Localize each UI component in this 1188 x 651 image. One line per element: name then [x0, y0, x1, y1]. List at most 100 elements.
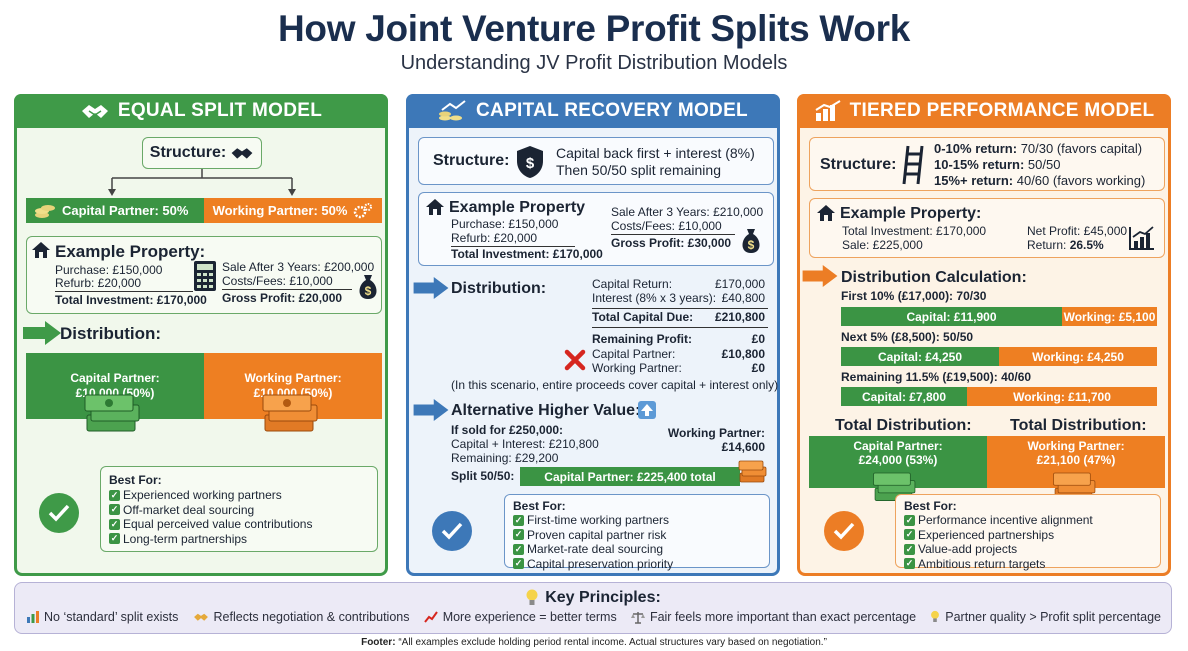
capital-recovery-title-bar: CAPITAL RECOVERY MODEL — [406, 94, 780, 128]
tier-capital-segment: Capital: £7,800 — [841, 387, 967, 406]
capital-row-label: Remaining Profit: — [592, 332, 693, 346]
equal-structure-box: Structure: — [142, 137, 262, 169]
tier-row-label: Remaining 11.5% (£19,500): 40/60 — [841, 370, 1032, 384]
capital-total-investment: Total Investment: £170,000 — [451, 247, 603, 261]
scales-icon — [630, 611, 645, 624]
footer: Footer: “All examples exclude holding pe… — [0, 637, 1188, 648]
structure-connector — [108, 169, 296, 196]
checkmark-icon — [39, 493, 79, 533]
distribution-arrow — [23, 321, 61, 345]
tiered-example-box: Example Property: Total Investment: £170… — [809, 198, 1165, 258]
capital-row-label: Interest (8% x 3 years): — [592, 291, 717, 305]
capital-row-value: £0 — [751, 361, 765, 375]
tiered-example-title: Example Property: — [840, 205, 982, 222]
equal-split-title: EQUAL SPLIT MODEL — [117, 100, 323, 121]
svg-text:$: $ — [748, 238, 755, 252]
money-bag-icon: $ — [359, 275, 377, 299]
equal-example-box: Example Property: Purchase: £150,000 Ref… — [26, 236, 382, 314]
capital-row-label: Capital Partner: — [592, 347, 676, 361]
divider — [592, 327, 768, 328]
capital-alt-capital-bar-label: Capital Partner: £225,400 total — [544, 469, 716, 484]
equal-refurb: Refurb: £20,000 — [55, 276, 193, 292]
ladder-icon — [902, 145, 924, 185]
capital-costs: Costs/Fees: £10,000 — [611, 219, 735, 235]
equal-example-title: Example Property: — [55, 242, 206, 261]
capital-best-for-title: Best For: — [513, 499, 566, 513]
lightbulb-icon — [526, 589, 538, 605]
equal-capital-dist-label: Capital Partner: — [70, 371, 160, 385]
bar-chart-icon — [27, 611, 39, 623]
capital-row-value: £10,800 — [721, 347, 765, 361]
handshake-icon — [231, 148, 253, 159]
house-icon — [32, 242, 50, 258]
equal-purchase: Purchase: £150,000 — [55, 263, 163, 277]
trend-up-icon — [423, 611, 438, 623]
best-for-item: ✓Experienced partnerships — [904, 527, 1055, 542]
capital-example-title: Example Property — [449, 199, 586, 216]
tiered-return: Return: 26.5% — [1027, 238, 1104, 252]
tiered-best-for-box: Best For: ✓Performance incentive alignme… — [895, 494, 1161, 571]
gears-icon — [354, 202, 373, 218]
check-icon: ✓ — [109, 518, 120, 530]
orange-cash-icon — [738, 460, 767, 483]
tier-working-segment: Working: £4,250 — [999, 347, 1157, 366]
key-principles-list: No ‘standard’ split exists Reflects nego… — [27, 610, 1161, 624]
tier-rule: 0-10% return: 70/30 (favors capital) — [934, 141, 1143, 156]
capital-alt-split-label: Split 50/50: — [451, 469, 515, 483]
tiered-working-total-label: Working Partner: — [1027, 439, 1125, 453]
tiered-sale: Sale: £225,000 — [842, 238, 923, 252]
coins-chart-icon — [439, 100, 466, 121]
tier-row-bar: Capital: £4,250 Working: £4,250 — [841, 347, 1157, 366]
tiered-title-bar: TIERED PERFORMANCE MODEL — [797, 94, 1171, 128]
check-icon: ✓ — [513, 529, 524, 541]
equal-best-for-box: Best For: ✓Experienced working partners … — [100, 466, 378, 552]
green-cash-stack-icon — [84, 394, 140, 432]
tier-row-label: First 10% (£17,000): 70/30 — [841, 289, 987, 303]
key-principles-heading: Key Principles: — [15, 589, 1171, 607]
calculation-arrow — [802, 265, 838, 287]
capital-row-value: £210,800 — [714, 310, 765, 324]
distribution-arrow — [413, 277, 449, 299]
capital-note: (In this scenario, entire proceeds cover… — [451, 378, 779, 392]
tiered-total-left-title: Total Distribution: — [835, 417, 972, 434]
principle-item: Reflects negotiation & contributions — [193, 610, 409, 624]
check-icon: ✓ — [109, 533, 120, 545]
capital-recovery-title: CAPITAL RECOVERY MODEL — [476, 100, 748, 121]
equal-gross-profit: Gross Profit: £20,000 — [222, 291, 343, 305]
check-icon: ✓ — [904, 558, 915, 570]
shield-dollar-icon: $ — [517, 146, 543, 178]
best-for-item: ✓Equal perceived value contributions — [109, 517, 313, 531]
equal-distribution-title: Distribution: — [60, 324, 162, 343]
tier-row-bar: Capital: £7,800 Working: £11,700 — [841, 387, 1157, 406]
capital-purchase: Purchase: £150,000 — [451, 217, 559, 231]
handshake-icon — [193, 613, 208, 621]
page-subtitle: Understanding JV Profit Distribution Mod… — [400, 52, 788, 74]
divider — [592, 308, 768, 309]
capital-alt-working-value: £14,600 — [721, 440, 765, 454]
footer-text: “All examples exclude holding period ren… — [395, 637, 827, 648]
tiered-title: TIERED PERFORMANCE MODEL — [849, 100, 1155, 121]
equal-sale: Sale After 3 Years: £200,000 — [222, 260, 375, 274]
page-title: How Joint Venture Profit Splits Work — [278, 8, 910, 49]
tier-working-segment: Working: £5,100 — [1062, 307, 1157, 326]
capital-gross-profit: Gross Profit: £30,000 — [611, 236, 732, 250]
equal-capital-bar: Capital Partner: 50% — [26, 198, 204, 223]
best-for-item: ✓Off-market deal sourcing — [109, 502, 255, 517]
tiered-structure-box: Structure: 0-10% return: 70/30 (favors c… — [809, 137, 1165, 191]
capital-row-label: Capital Return: — [592, 277, 673, 291]
capital-row-value: £0 — [751, 332, 765, 346]
equal-working-bar: Working Partner: 50% — [204, 198, 382, 223]
capital-alt-remaining: Remaining: £29,200 — [451, 451, 559, 465]
check-icon: ✓ — [109, 504, 120, 516]
tiered-working-total-card: Working Partner: £21,100 (47%) — [987, 436, 1165, 488]
tier-rule: 15%+ return: 40/60 (favors working) — [934, 173, 1146, 188]
orange-cash-stack-icon — [262, 394, 318, 432]
equal-working-dist-label: Working Partner: — [244, 371, 342, 385]
calculator-icon — [194, 261, 216, 291]
equal-capital-bar-label: Capital Partner: 50% — [62, 203, 189, 218]
capital-row-label: Total Capital Due: — [592, 310, 694, 324]
best-for-item: ✓First-time working partners — [513, 513, 670, 527]
best-for-item: ✓Market-rate deal sourcing — [513, 542, 664, 556]
capital-recovery-panel: CAPITAL RECOVERY MODEL Structure: $ Capi… — [406, 94, 780, 576]
equal-total-investment: Total Investment: £170,000 — [55, 293, 207, 307]
